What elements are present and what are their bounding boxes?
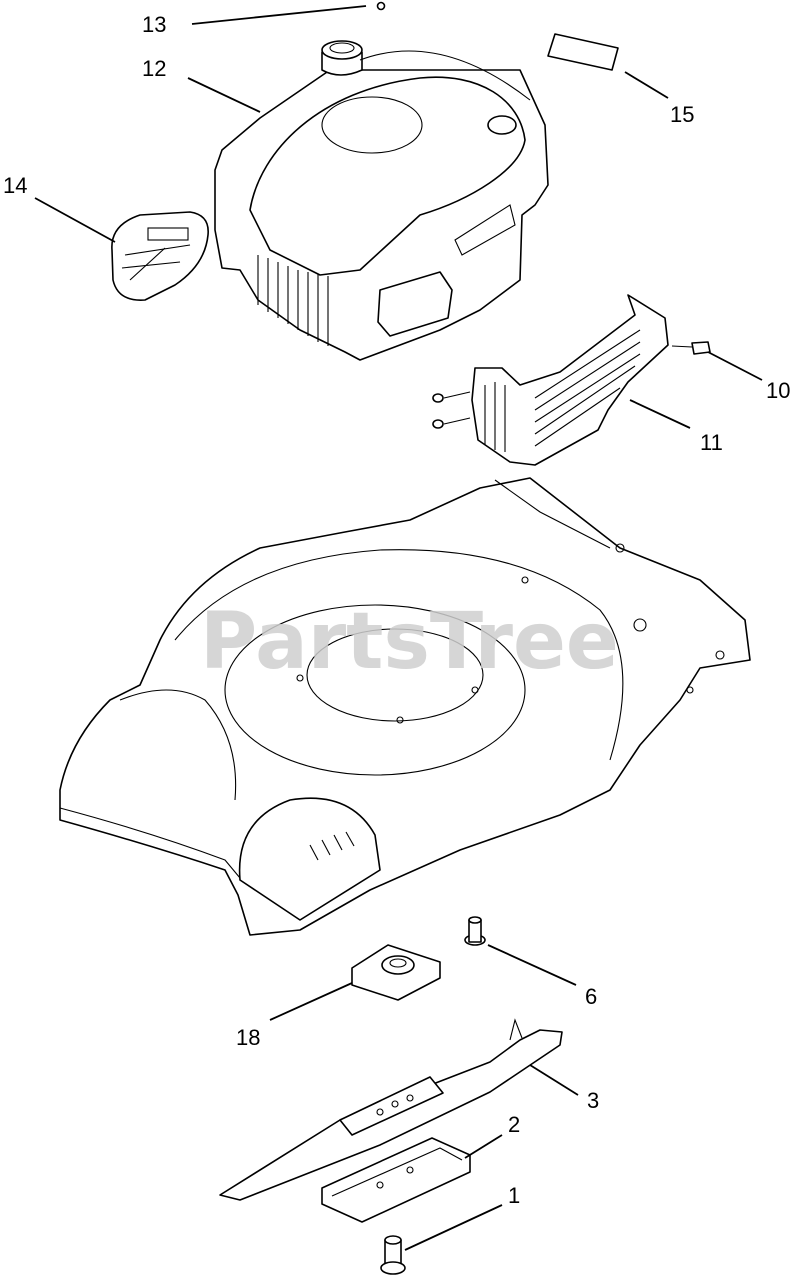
callout-6: 6 — [585, 984, 597, 1009]
callout-14: 14 — [3, 173, 27, 198]
plate-part-2 — [321, 1137, 471, 1223]
deflector-part-11 — [471, 294, 669, 466]
callout-18: 18 — [236, 1025, 260, 1050]
adapter-part-18 — [351, 944, 441, 1001]
blade-part-3 — [219, 1018, 563, 1201]
callout-10: 10 — [766, 378, 790, 403]
screws-part-10 — [432, 341, 711, 429]
leader-lines — [34, 5, 763, 1251]
bolt-part-6 — [464, 916, 486, 946]
badge-part-14 — [111, 211, 209, 301]
callout-3: 3 — [587, 1088, 599, 1113]
decal-part-15 — [547, 33, 619, 71]
nut-part-13 — [376, 1, 386, 11]
callouts: 13 12 15 14 10 11 6 18 3 2 1 — [3, 12, 790, 1208]
callout-11: 11 — [700, 430, 723, 455]
mower-deck — [59, 477, 751, 936]
callout-12: 12 — [142, 56, 166, 81]
watermark-text: PartsTree — [200, 597, 619, 687]
engine-assembly — [214, 40, 549, 361]
callout-15: 15 — [670, 102, 694, 127]
callout-13: 13 — [142, 12, 166, 37]
bolt-part-1 — [380, 1235, 406, 1275]
callout-1: 1 — [508, 1183, 520, 1208]
callout-2: 2 — [508, 1112, 520, 1137]
